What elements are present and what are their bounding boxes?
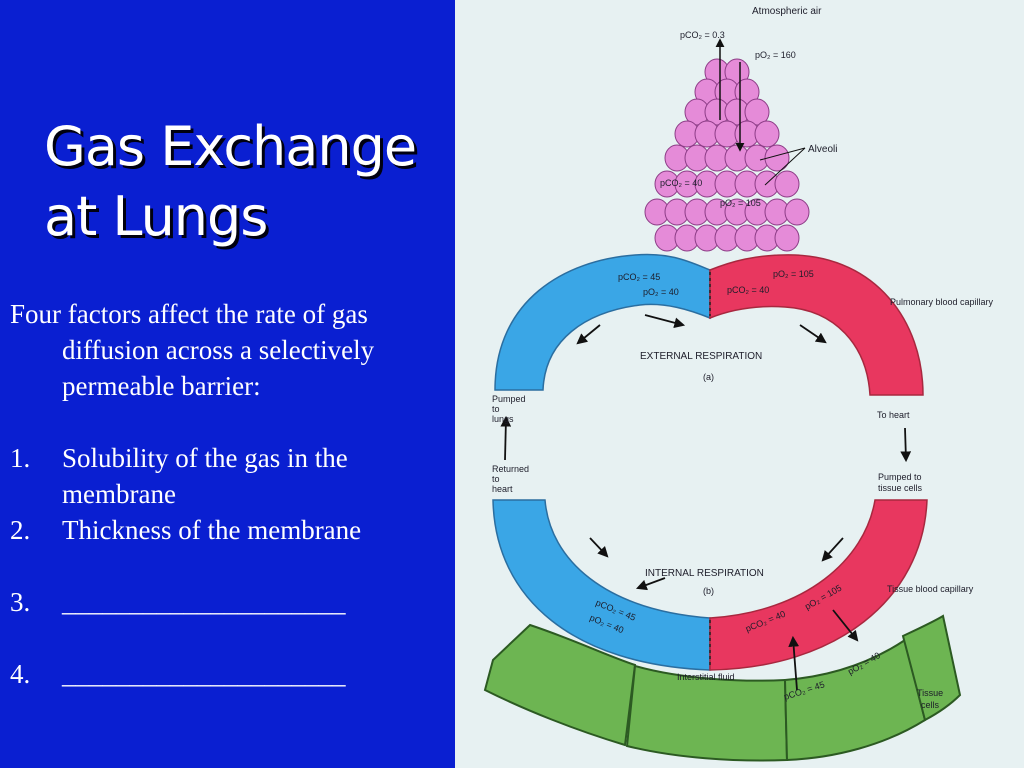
atmospheric-air-label: Atmospheric air [752, 6, 822, 17]
alveolus-bubble [744, 98, 770, 126]
tissue-capillary-oxygenated [709, 499, 928, 671]
pumped-to-lungs-line1: Pumped [492, 394, 526, 404]
title-line-2: at Lungs [44, 185, 268, 248]
pulmonary-left-pco2: pCO₂ = 45 [618, 272, 660, 282]
alveolus-bubble [774, 170, 800, 198]
interstitial-fluid-label: Interstitial fluid [677, 672, 735, 682]
pulmonary-capillary-oxygenated [709, 254, 924, 396]
factor-number: 1. [10, 443, 31, 473]
tissue-cells-line2: cells [921, 700, 940, 710]
factor-number: 3. [10, 587, 31, 617]
tissue-cells-group [483, 614, 962, 762]
pumped-to-tissue-line2: tissue cells [878, 483, 923, 493]
alveolus-bubble [764, 144, 790, 172]
title-line-1: Gas Exchange [44, 115, 417, 178]
body-text: Four factors affect the rate of gas diff… [10, 296, 450, 692]
tissue-cells-line1: Tissue [917, 688, 943, 698]
gas-exchange-diagram: Atmospheric air pCO₂ = 0.3 pO₂ = 160 Alv… [455, 0, 1024, 768]
external-respiration-label: EXTERNAL RESPIRATION [640, 351, 762, 362]
factor-item: 4. _____________________ [10, 656, 450, 692]
factor-item: 3. _____________________ [10, 584, 450, 620]
label-a: (a) [703, 372, 714, 382]
atm-pco2-label: pCO₂ = 0.3 [680, 30, 725, 40]
alveoli-po2-label: pO₂ = 105 [720, 198, 761, 208]
to-heart-label: To heart [877, 410, 910, 420]
pumped-to-lungs-line3: lungs [492, 414, 514, 424]
alveoli-cluster [644, 58, 810, 252]
returned-to-heart-line3: heart [492, 484, 513, 494]
alveoli-pco2-label: pCO₂ = 40 [660, 178, 702, 188]
label-b: (b) [703, 586, 714, 596]
alveoli-label: Alveoli [808, 144, 837, 155]
pumped-to-tissue-line1: Pumped to [878, 472, 922, 482]
diagram-svg: Atmospheric air pCO₂ = 0.3 pO₂ = 160 Alv… [483, 6, 994, 762]
pumped-to-lungs-line2: to [492, 404, 500, 414]
tissue-capillary-label: Tissue blood capillary [887, 584, 974, 594]
returned-to-heart-line1: Returned [492, 464, 529, 474]
alveolus-bubble [774, 224, 800, 252]
alveolus-bubble [754, 120, 780, 148]
factor-number: 4. [10, 659, 31, 689]
factor-item: 1. Solubility of the gas in the membrane [10, 440, 450, 512]
factor-text: Solubility of the gas in the membrane [62, 443, 348, 509]
alveolus-bubble [784, 198, 810, 226]
pulmonary-capillary-label: Pulmonary blood capillary [890, 297, 994, 307]
pulmonary-capillary-deoxygenated [494, 253, 711, 391]
intro-paragraph: Four factors affect the rate of gas diff… [10, 299, 375, 401]
atm-po2-label: pO₂ = 160 [755, 50, 796, 60]
slide-title: Gas Exchange at Lungs [44, 112, 454, 252]
pulmonary-right-po2: pO₂ = 105 [773, 269, 814, 279]
factor-number: 2. [10, 515, 31, 545]
pulmonary-left-po2: pO₂ = 40 [643, 287, 679, 297]
factor-item: 2. Thickness of the membrane [10, 512, 450, 548]
returned-to-heart-line2: to [492, 474, 500, 484]
factor-blank: _____________________ [62, 659, 346, 689]
internal-respiration-label: INTERNAL RESPIRATION [645, 568, 764, 579]
factor-blank: _____________________ [62, 587, 346, 617]
pulmonary-right-pco2: pCO₂ = 40 [727, 285, 769, 295]
factor-text: Thickness of the membrane [62, 515, 362, 545]
